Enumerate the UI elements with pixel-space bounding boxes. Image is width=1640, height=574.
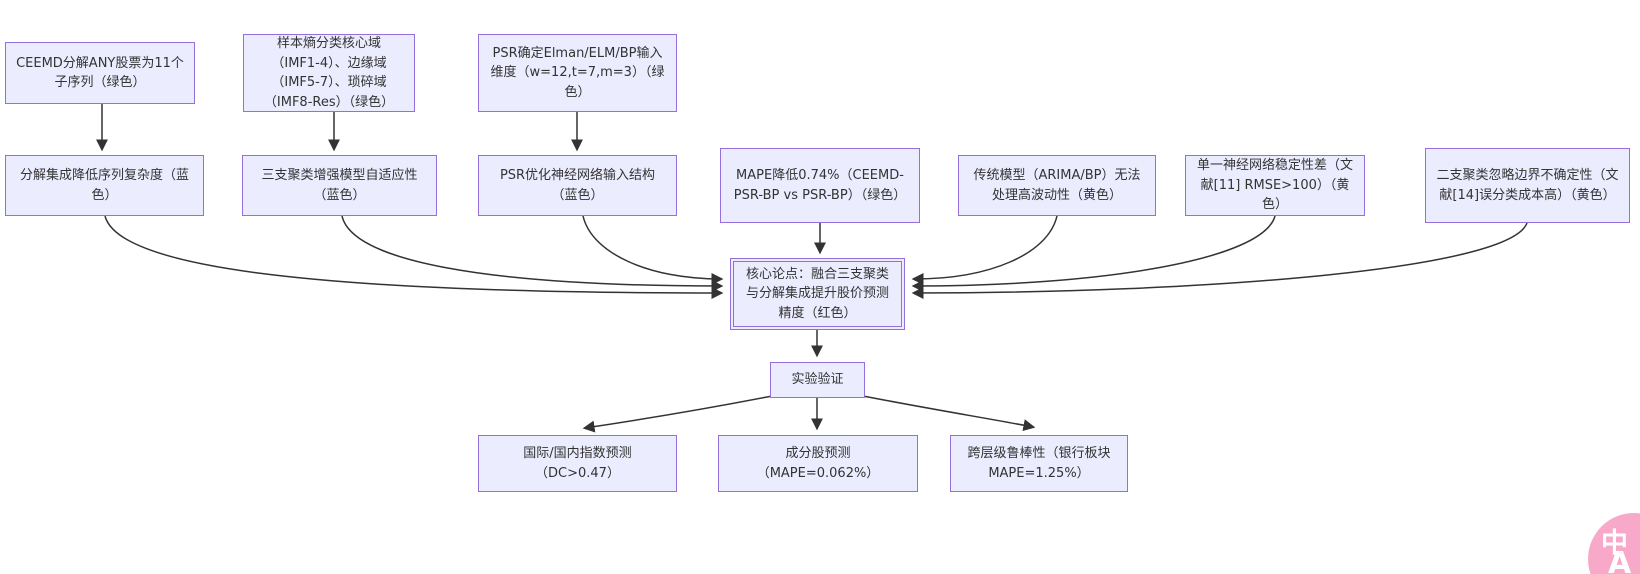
translate-badge-a-glyph: A — [1608, 546, 1632, 574]
translate-badge-button[interactable]: 中 A — [1588, 513, 1640, 574]
edge-b6-core — [911, 215, 1276, 292]
node-ceemd-decomposition: CEEMD分解ANY股票为11个子序列（绿色） — [5, 42, 195, 104]
edge-exp-e1 — [582, 395, 773, 433]
edge-b3-core — [582, 215, 724, 285]
node-core-thesis: 核心论点：融合三支聚类与分解集成提升股价预测精度（红色） — [730, 258, 905, 330]
node-psr-optimizes-input-structure: PSR优化神经网络输入结构（蓝色） — [478, 155, 677, 216]
node-mape-reduction: MAPE降低0.74%（CEEMD-PSR-BP vs PSR-BP）（绿色） — [720, 148, 920, 223]
edge-b1-core — [104, 215, 724, 299]
node-sample-entropy-domains: 样本熵分类核心域（IMF1-4）、边缘域（IMF5-7）、琐碎域（IMF8-Re… — [243, 34, 415, 112]
node-traditional-model-limitation: 传统模型（ARIMA/BP）无法处理高波动性（黄色） — [958, 155, 1156, 216]
edge-b7-core — [911, 222, 1528, 299]
node-cross-level-robustness: 跨层级鲁棒性（银行板块MAPE=1.25%） — [950, 435, 1128, 492]
edge-b5-core — [911, 215, 1058, 285]
node-three-way-clustering-adaptivity: 三支聚类增强模型自适应性（蓝色） — [242, 155, 437, 216]
edge-b2-core — [341, 215, 724, 292]
node-single-network-instability: 单一神经网络稳定性差（文献[11] RMSE>100）（黄色） — [1185, 155, 1365, 216]
node-experimental-validation: 实验验证 — [770, 362, 865, 398]
node-constituent-stock-prediction: 成分股预测（MAPE=0.062%） — [718, 435, 918, 492]
edge-exp-e3 — [862, 395, 1036, 432]
node-index-prediction: 国际/国内指数预测（DC>0.47） — [478, 435, 677, 492]
node-decomposition-reduces-complexity: 分解集成降低序列复杂度（蓝色） — [5, 155, 204, 216]
node-psr-input-dimensions: PSR确定Elman/ELM/BP输入维度（w=12,t=7,m=3）（绿色） — [478, 34, 677, 112]
translate-badge-zh-glyph: 中 — [1601, 528, 1628, 559]
node-two-way-clustering-limitation: 二支聚类忽略边界不确定性（文献[14]误分类成本高）（黄色） — [1425, 148, 1630, 223]
